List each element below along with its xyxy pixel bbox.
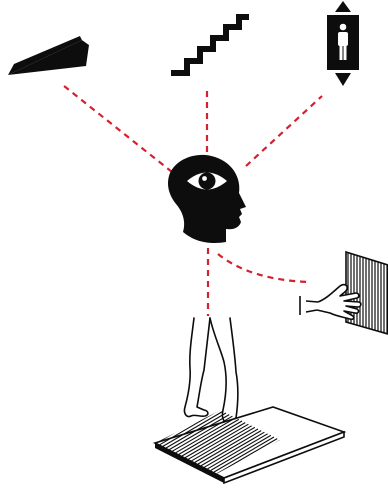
ramp-icon (8, 36, 89, 75)
head-with-eye-icon (168, 155, 246, 243)
connector-head-to-ramp (64, 86, 172, 172)
elevator-icon (327, 1, 359, 86)
connector-head-to-hand (218, 254, 310, 282)
textured-floor-tile-icon (150, 405, 344, 493)
stairs-icon (174, 17, 246, 73)
left-leg (184, 318, 210, 417)
right-leg (210, 318, 252, 431)
hand-touching-textured-panel-icon (300, 250, 388, 336)
connector-head-to-elevator (246, 96, 322, 166)
